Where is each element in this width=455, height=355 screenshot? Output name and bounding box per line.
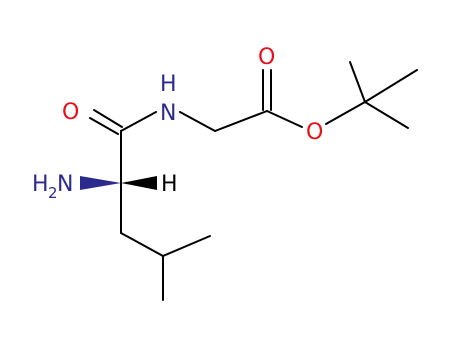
atom-n-amine-count: 2: [48, 184, 58, 202]
atom-o-ester: O: [306, 120, 323, 145]
bonds: [80, 61, 418, 301]
atom-labels: O H N O O H 2 N H: [32, 45, 323, 202]
bond-ch2-ch: [120, 232, 164, 257]
bond-carbonyl-n: [120, 111, 157, 132]
atom-h-stereo: H: [161, 172, 178, 197]
bond-ch-me-right: [162, 235, 211, 257]
atom-o-amide: O: [62, 100, 79, 125]
atom-h-amide: H: [160, 72, 177, 97]
atom-n-amine: N: [57, 172, 73, 197]
wedge-bond-h: [121, 176, 157, 190]
bond-tbu-me3: [364, 101, 409, 129]
atom-n-amide: N: [160, 101, 176, 126]
atom-n-amine-h: H: [32, 172, 49, 197]
bond-tbu-me2: [364, 69, 418, 103]
atom-o-carbonyl: O: [258, 45, 275, 70]
bond-ch2-ester-c: [214, 110, 268, 132]
bond-amide-carbonyl-2: [93, 109, 123, 128]
bond-ester-c-o: [266, 110, 303, 128]
bond-tbu-me1: [349, 61, 366, 103]
bond-o-tbu: [325, 101, 366, 125]
bond-amide-carbonyl-1: [89, 117, 119, 135]
wedge-bond-nh2: [80, 176, 121, 190]
bond-n-ch2: [179, 111, 216, 132]
